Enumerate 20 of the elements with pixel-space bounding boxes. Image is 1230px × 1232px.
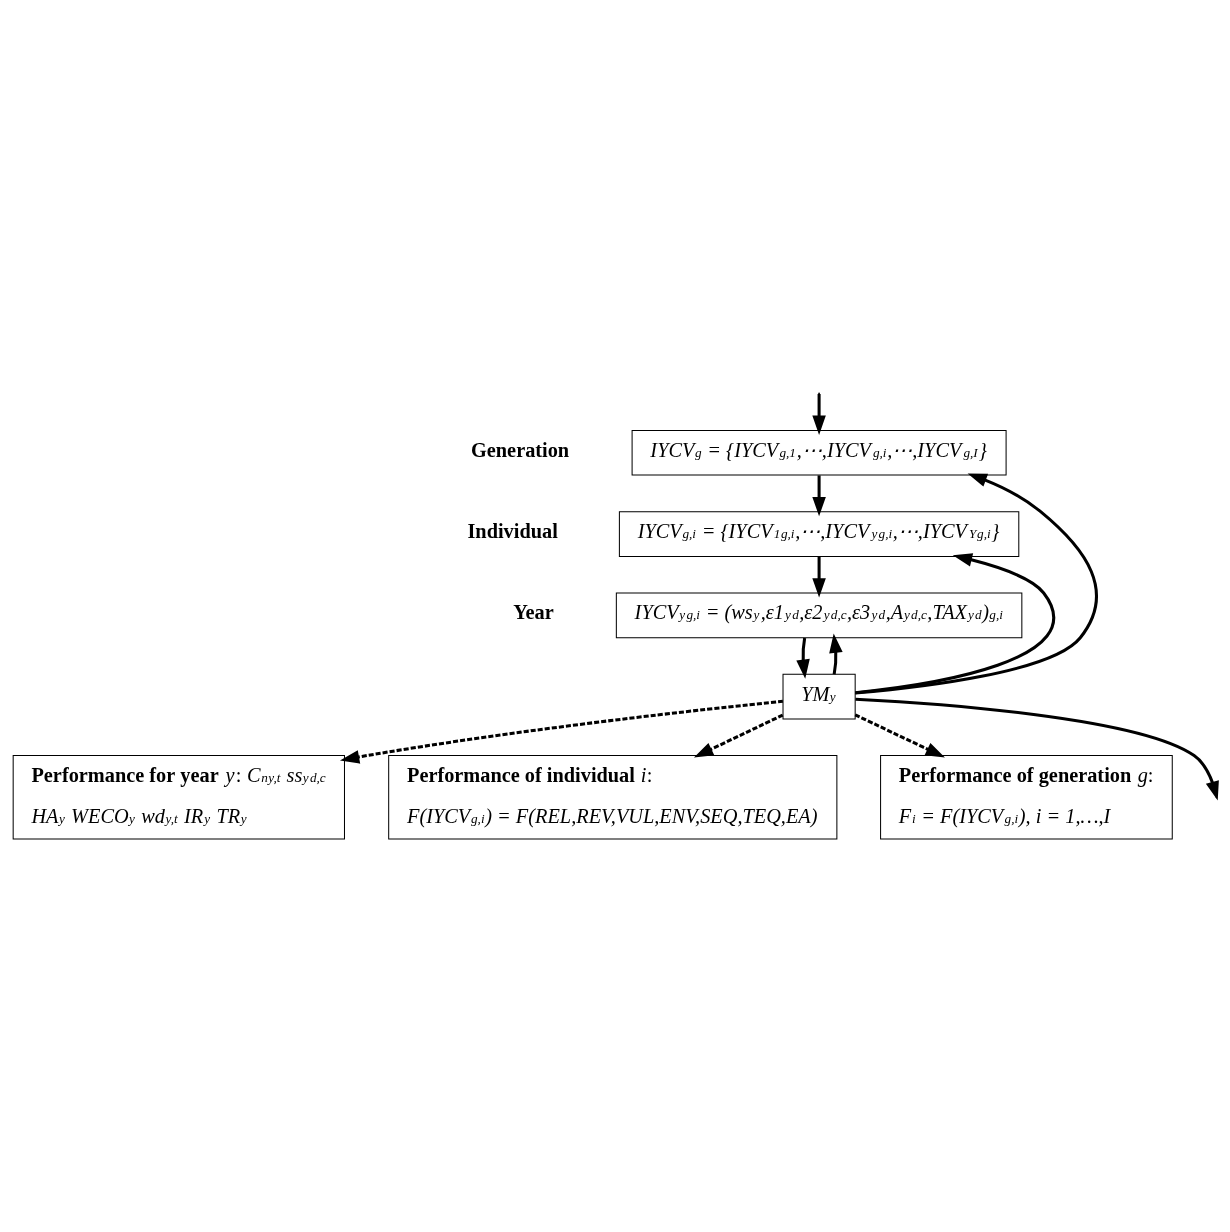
node-box: IYCVyg,i = (wsy,ε1yd,ε2yd,c,ε3yd,Ayd,c,TAXyd)g,i bbox=[615, 592, 1023, 639]
label: Year bbox=[513, 601, 554, 624]
arrow bbox=[693, 713, 784, 758]
node-box: IYCVg = {IYCVg,1,⋯,IYCVg,i,⋯,IYCVg,I} bbox=[631, 429, 1007, 476]
label: Generation bbox=[471, 438, 570, 461]
node-box: Performance of individual i: F(IYCVg,i) = F(REL,REV,VUL,ENV,SEQ,TEQ,EA) bbox=[388, 755, 838, 840]
arrow bbox=[855, 473, 1098, 695]
arrow bbox=[796, 637, 810, 679]
node-box: YMy bbox=[782, 673, 856, 720]
arrow bbox=[812, 475, 826, 517]
node-box: IYCVg,i = {IYCV1g,i,⋯,IYCVyg,i,⋯,IYCVYg,i} bbox=[618, 511, 1020, 557]
arrow bbox=[339, 699, 784, 764]
arrow bbox=[829, 633, 843, 675]
arrow bbox=[812, 556, 826, 598]
node-box: Performance of generation g: Fi = F(IYCVg,i), i = 1,…,I bbox=[880, 755, 1173, 840]
arrow bbox=[855, 553, 1055, 695]
arrow bbox=[854, 713, 945, 758]
label: Individual bbox=[467, 520, 558, 543]
arrow bbox=[812, 393, 826, 435]
node-box: Performance for year y: Cny,t ssyd,c HAy WECOy wdy,t IRy TRy bbox=[12, 755, 345, 840]
